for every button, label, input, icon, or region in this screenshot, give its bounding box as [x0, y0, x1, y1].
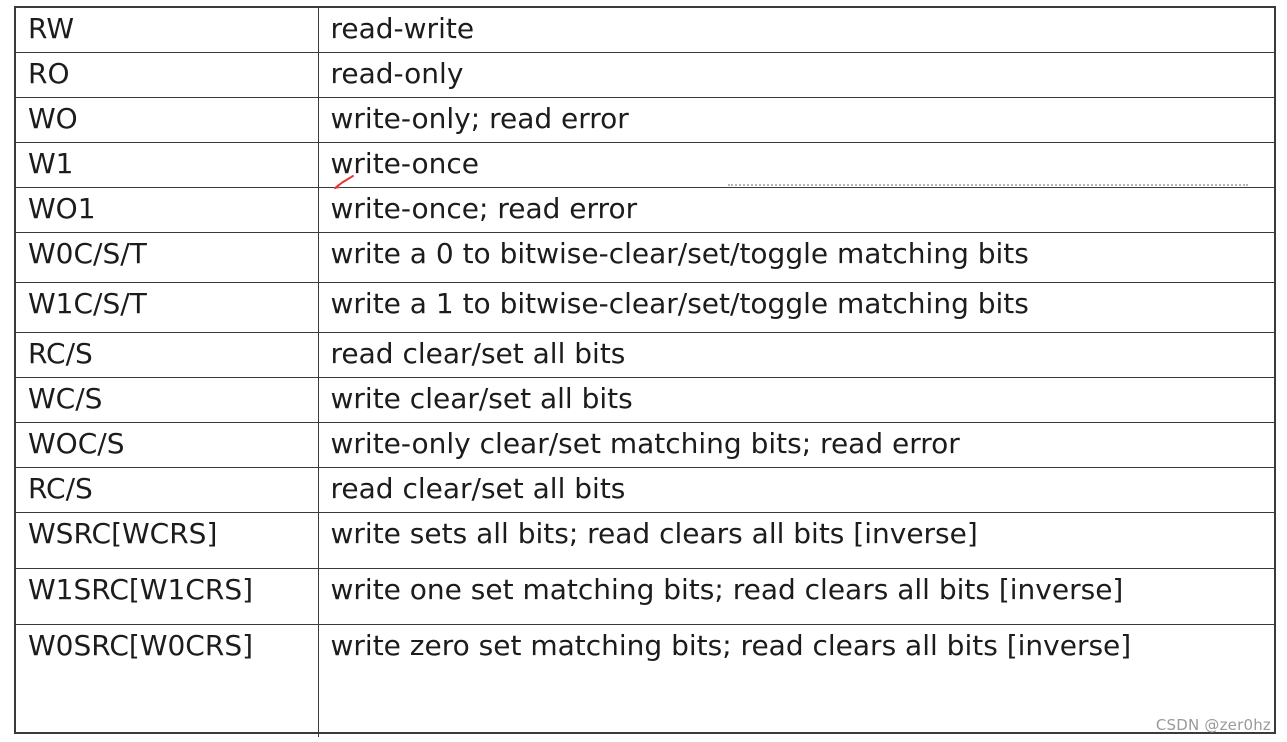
table-row: W1 write-once	[16, 142, 1274, 188]
table-row: RW read-write	[16, 8, 1274, 53]
access-code: WO	[28, 102, 78, 135]
table-row: RC/S read clear/set all bits	[16, 467, 1274, 513]
access-description-cell: write a 0 to bitwise-clear/set/toggle ma…	[317, 232, 1274, 283]
access-description: read-only	[330, 57, 464, 90]
access-description: write-once; read error	[330, 192, 638, 225]
table-row: WSRC[WCRS] write sets all bits; read cle…	[16, 512, 1274, 569]
table-row: WO write-only; read error	[16, 97, 1274, 143]
access-description: write-once	[330, 147, 480, 180]
access-code-cell: WO1	[16, 187, 319, 233]
access-code: RW	[28, 12, 75, 45]
access-code-cell: W1SRC[W1CRS]	[16, 568, 319, 625]
pen-annotation-icon	[334, 175, 354, 189]
access-code-cell: WOC/S	[16, 422, 319, 468]
access-description-cell: write sets all bits; read clears all bit…	[317, 512, 1274, 569]
dotted-guide-line	[728, 184, 1248, 186]
access-description: write one set matching bits; read clears…	[330, 573, 1124, 606]
access-description-cell: write one set matching bits; read clears…	[317, 568, 1274, 625]
table-row: W1SRC[W1CRS] write one set matching bits…	[16, 568, 1274, 625]
access-description: write clear/set all bits	[330, 382, 633, 415]
access-code: W1	[28, 147, 74, 180]
access-description-cell: write-only clear/set matching bits; read…	[317, 422, 1274, 468]
access-description-cell: write-once	[317, 142, 1274, 188]
access-description-cell: read-write	[317, 8, 1274, 53]
access-description-cell: read clear/set all bits	[317, 332, 1274, 378]
table-row: RO read-only	[16, 52, 1274, 98]
access-code-cell: W0SRC[W0CRS]	[16, 624, 319, 737]
access-description: write zero set matching bits; read clear…	[330, 629, 1132, 662]
access-code: W1C/S/T	[28, 287, 147, 320]
access-code: W1SRC[W1CRS]	[28, 573, 254, 606]
access-description-cell: write a 1 to bitwise-clear/set/toggle ma…	[317, 282, 1274, 333]
access-code: WSRC[WCRS]	[28, 517, 218, 550]
access-code: W0SRC[W0CRS]	[28, 629, 254, 662]
access-description-cell: write-only; read error	[317, 97, 1274, 143]
access-description: write a 0 to bitwise-clear/set/toggle ma…	[330, 237, 1029, 270]
access-code: RC/S	[28, 472, 93, 505]
access-description-cell: read clear/set all bits	[317, 467, 1274, 513]
access-type-table: RW read-write RO read-only WO write-only…	[16, 8, 1274, 737]
watermark: CSDN @zer0hz	[1155, 716, 1271, 734]
table-row: RC/S read clear/set all bits	[16, 332, 1274, 378]
access-code: RC/S	[28, 337, 93, 370]
access-code-cell: WSRC[WCRS]	[16, 512, 319, 569]
access-code-cell: RO	[16, 52, 319, 98]
access-code-cell: RC/S	[16, 332, 319, 378]
table-row: W0SRC[W0CRS] write zero set matching bit…	[16, 624, 1274, 737]
access-description-cell: write zero set matching bits; read clear…	[317, 624, 1274, 737]
table-row: WC/S write clear/set all bits	[16, 377, 1274, 423]
access-code-cell: WO	[16, 97, 319, 143]
access-description: write-only clear/set matching bits; read…	[330, 427, 960, 460]
table-row: WO1 write-once; read error	[16, 187, 1274, 233]
table-row: WOC/S write-only clear/set matching bits…	[16, 422, 1274, 468]
table-row: W0C/S/T write a 0 to bitwise-clear/set/t…	[16, 232, 1274, 283]
access-description-cell: read-only	[317, 52, 1274, 98]
access-code-cell: RC/S	[16, 467, 319, 513]
access-description: write-only; read error	[330, 102, 629, 135]
access-code-cell: RW	[16, 8, 319, 53]
access-code: WO1	[28, 192, 96, 225]
access-code-cell: W1	[16, 142, 319, 188]
access-description-cell: write clear/set all bits	[317, 377, 1274, 423]
access-code: RO	[28, 57, 70, 90]
access-code-cell: W0C/S/T	[16, 232, 319, 283]
access-description: write a 1 to bitwise-clear/set/toggle ma…	[330, 287, 1029, 320]
access-code-cell: W1C/S/T	[16, 282, 319, 333]
access-description: write sets all bits; read clears all bit…	[330, 517, 978, 550]
access-code: WOC/S	[28, 427, 125, 460]
access-type-table-frame: RW read-write RO read-only WO write-only…	[14, 6, 1276, 737]
access-description: read-write	[330, 12, 475, 45]
access-code-cell: WC/S	[16, 377, 319, 423]
access-code: W0C/S/T	[28, 237, 147, 270]
table-row: W1C/S/T write a 1 to bitwise-clear/set/t…	[16, 282, 1274, 333]
access-code: WC/S	[28, 382, 103, 415]
access-description: read clear/set all bits	[330, 472, 626, 505]
access-description-cell: write-once; read error	[317, 187, 1274, 233]
access-description: read clear/set all bits	[330, 337, 626, 370]
